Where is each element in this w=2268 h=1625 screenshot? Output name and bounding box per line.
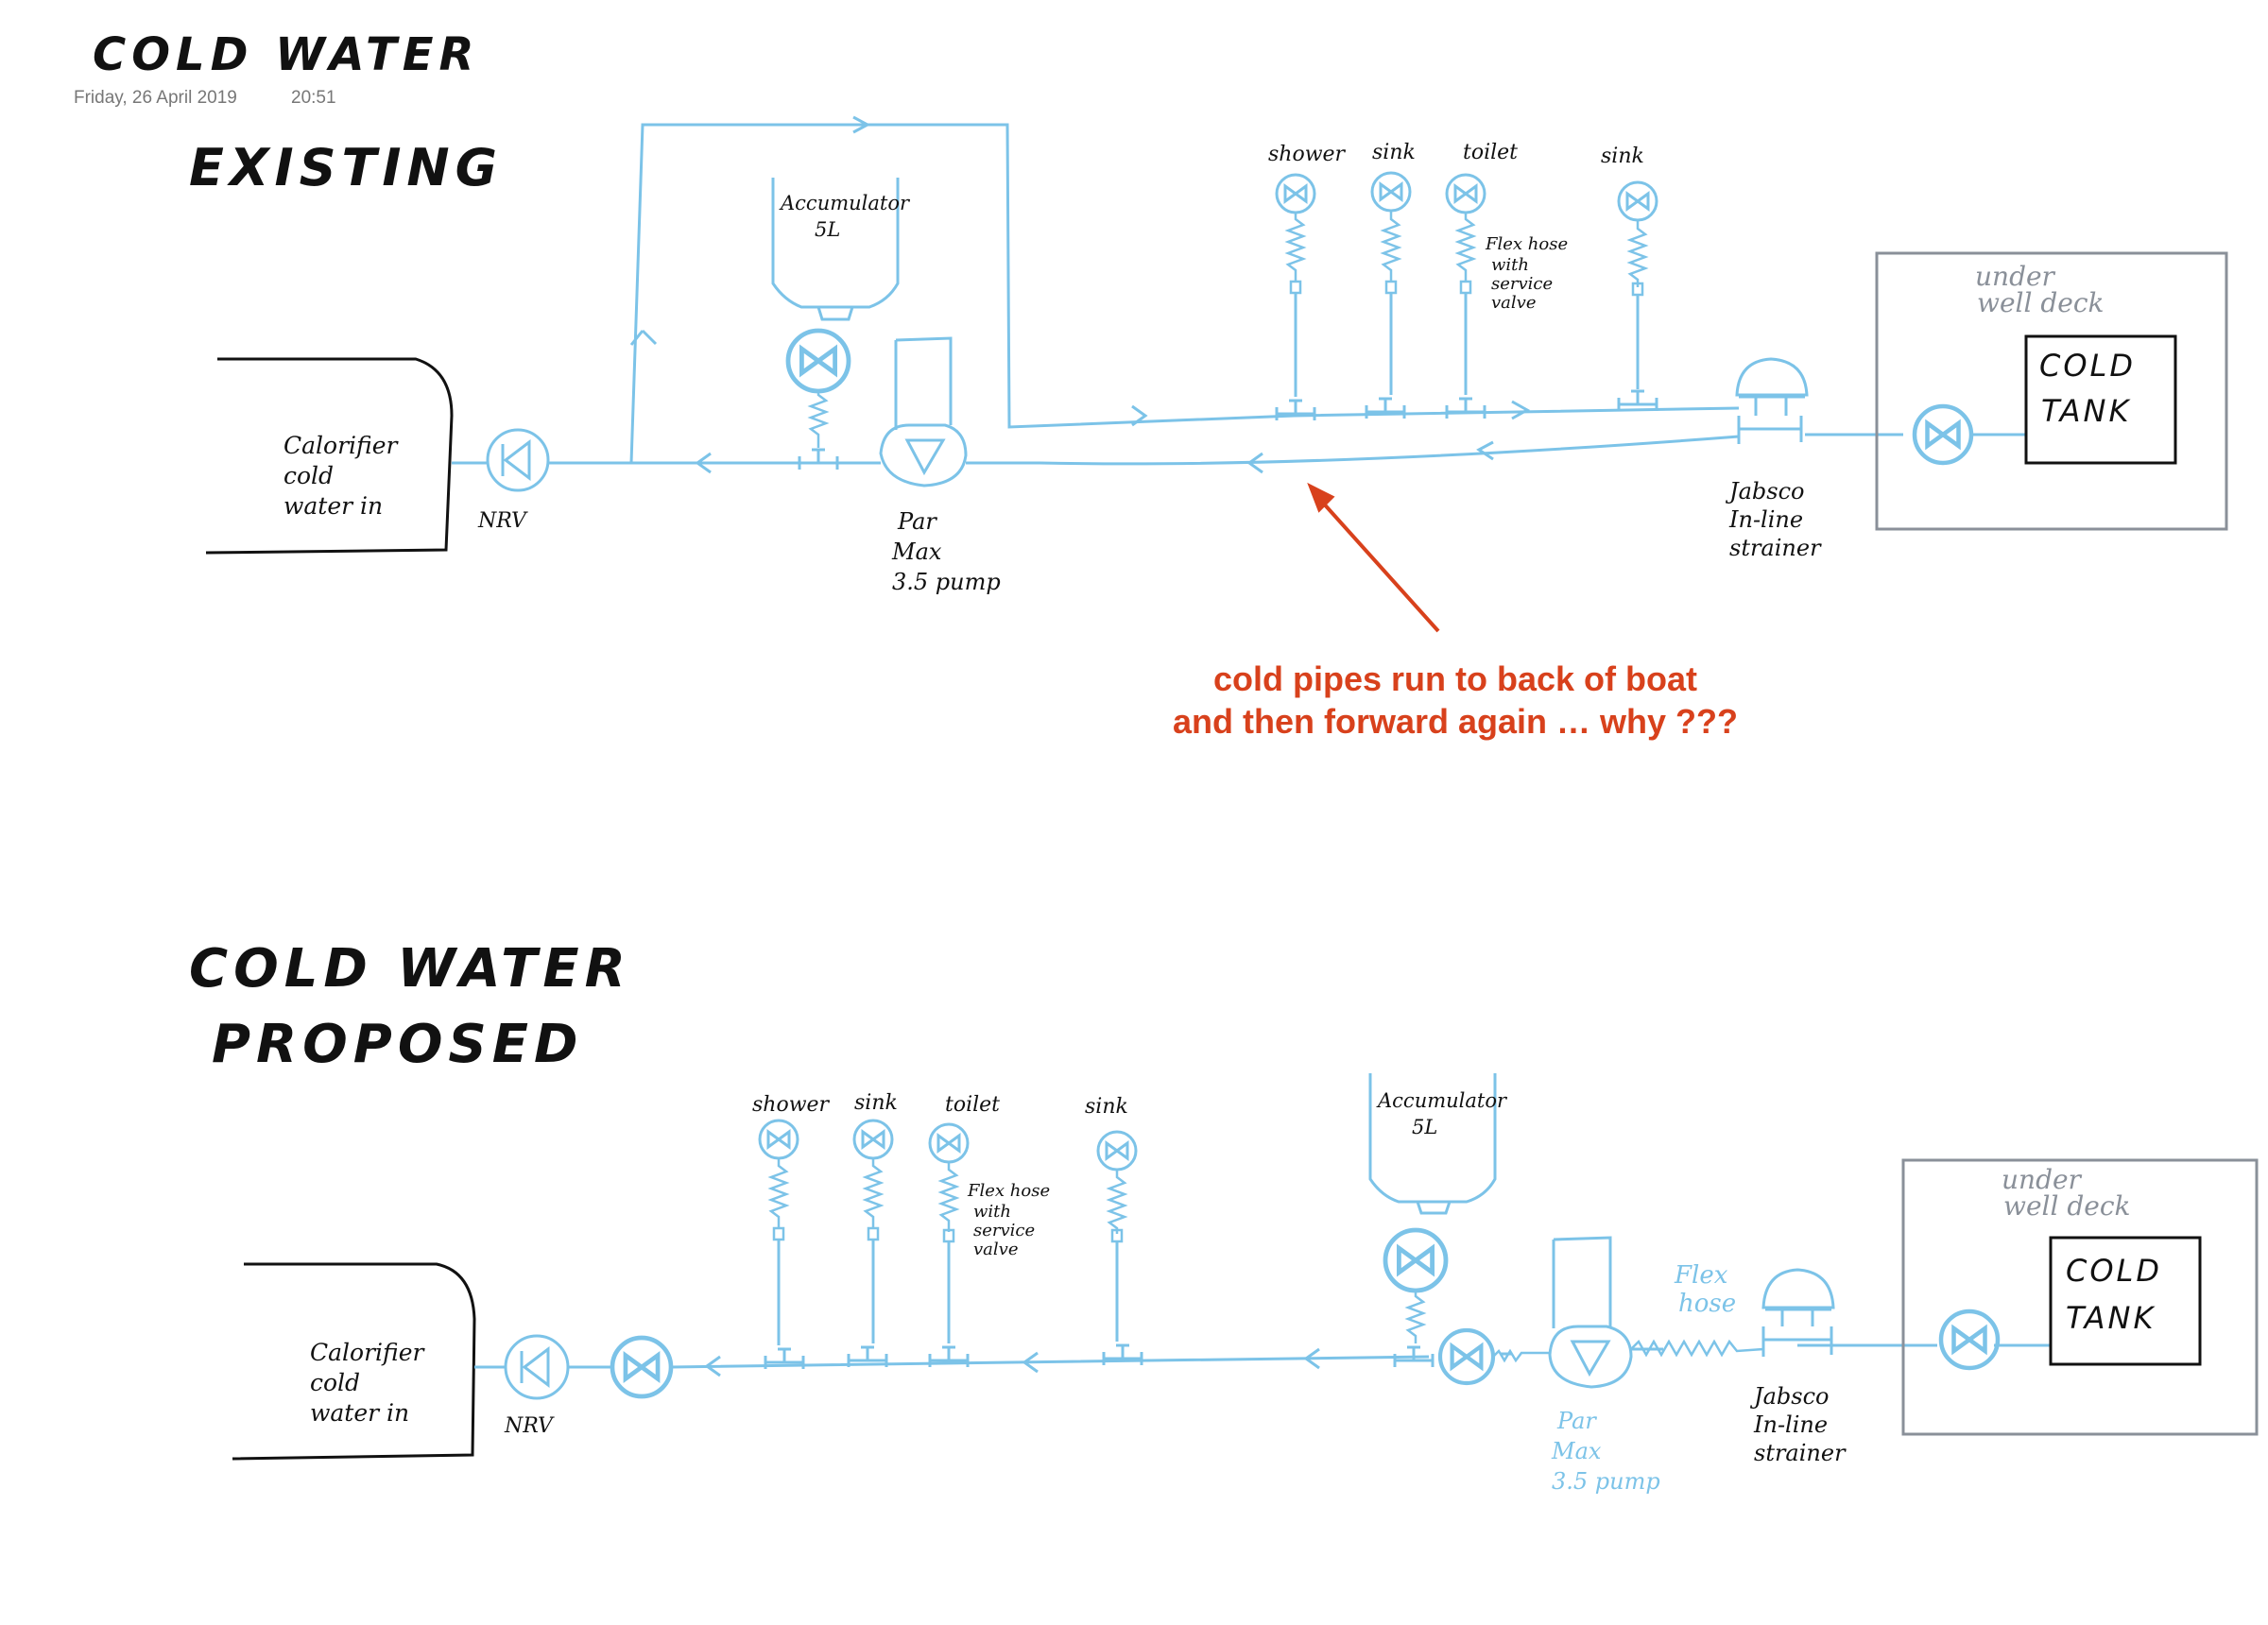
existing-outlet-sink-1: sink bbox=[1365, 141, 1416, 420]
page-title: COLD WATER bbox=[93, 28, 479, 81]
accumulator-tank bbox=[771, 178, 900, 309]
existing-heading: EXISTING bbox=[189, 138, 503, 197]
annotation-line-1: cold pipes run to back of boat bbox=[1212, 659, 1698, 698]
existing-loop-pipe bbox=[629, 123, 1740, 464]
proposed-flex-hose bbox=[1630, 1339, 1764, 1358]
svg-text:shower: shower bbox=[752, 1093, 831, 1117]
existing-cold-tank-label: COLD TANK bbox=[2039, 348, 2148, 429]
existing-outlet-sink-2: sink bbox=[1601, 145, 1658, 413]
nrv-label: NRV bbox=[477, 509, 528, 533]
svg-text:sink: sink bbox=[854, 1091, 898, 1115]
pump-label: Par Max 3.5 pump bbox=[891, 508, 1001, 595]
existing-strainer-label: Jabsco In-line strainer bbox=[1725, 478, 1822, 561]
accumulator-label: Accumulator 5L bbox=[779, 192, 916, 241]
pump-body bbox=[894, 336, 953, 430]
proposed-outlet-sink-1: sink bbox=[847, 1091, 898, 1369]
proposed-nrv-label: NRV bbox=[504, 1414, 555, 1438]
proposed-pump-valve bbox=[1440, 1330, 1493, 1383]
existing-main-line bbox=[452, 435, 1740, 466]
proposed-tank-area bbox=[1901, 1158, 2259, 1436]
proposed-tank-valve bbox=[1941, 1311, 1998, 1368]
svg-text:toilet: toilet bbox=[1463, 141, 1518, 164]
proposed-calorifier-box bbox=[232, 1262, 476, 1461]
accumulator-hose bbox=[807, 389, 830, 448]
proposed-pump-body bbox=[1552, 1236, 1612, 1328]
calorifier-box bbox=[205, 357, 454, 555]
existing-cold-tank bbox=[2024, 334, 2177, 465]
proposed-flow-arrows bbox=[704, 1347, 1320, 1377]
calorifier-label: Calorifier cold water in bbox=[284, 432, 404, 520]
existing-flex-note: Flex hose with service valve bbox=[1485, 234, 1573, 313]
nrv-valve bbox=[486, 428, 550, 492]
svg-text:shower: shower bbox=[1268, 143, 1347, 166]
page-time: 20:51 bbox=[291, 88, 336, 108]
annotation-line-2: and then forward again … why ??? bbox=[1172, 702, 1739, 741]
proposed-flex-note: Flex hose with service valve bbox=[967, 1181, 1056, 1259]
svg-text:sink: sink bbox=[1085, 1095, 1128, 1119]
flow-arrows bbox=[629, 115, 1531, 474]
existing-tank-area-label: under well deck bbox=[1975, 261, 2105, 318]
proposed-isolation-valve bbox=[612, 1338, 671, 1396]
annotation-note: cold pipes run to back of boat and then … bbox=[1040, 658, 1871, 743]
proposed-calorifier-label: Calorifier cold water in bbox=[310, 1339, 431, 1427]
proposed-heading-2: PROPOSED bbox=[212, 1014, 584, 1075]
proposed-cold-tank bbox=[2049, 1236, 2202, 1366]
proposed-main-line bbox=[474, 1343, 2051, 1369]
existing-strainer bbox=[1735, 357, 1809, 444]
proposed-accumulator-label: Accumulator 5L bbox=[1376, 1089, 1513, 1138]
proposed-outlet-toilet: toilet bbox=[928, 1093, 1000, 1369]
accumulator-valve bbox=[788, 331, 849, 391]
existing-tank-area bbox=[1875, 251, 2228, 531]
proposed-pump-label: Par Max 3.5 pump bbox=[1551, 1408, 1660, 1495]
proposed-accumulator-tank bbox=[1368, 1073, 1497, 1204]
proposed-outlet-sink-2: sink bbox=[1085, 1095, 1143, 1367]
proposed-strainer bbox=[1761, 1268, 1835, 1357]
proposed-tank-area-label: under well deck bbox=[2002, 1164, 2131, 1222]
svg-text:toilet: toilet bbox=[945, 1093, 1000, 1117]
svg-text:sink: sink bbox=[1372, 141, 1416, 164]
existing-outlet-shower: shower bbox=[1268, 143, 1347, 422]
annotation-arrow bbox=[1307, 482, 1440, 633]
proposed-nrv-valve bbox=[504, 1334, 570, 1400]
page-date: Friday, 26 April 2019 bbox=[74, 88, 237, 108]
proposed-flex-hose-label: Flex hose bbox=[1674, 1261, 1736, 1318]
proposed-heading-1: COLD WATER bbox=[189, 938, 631, 1000]
proposed-accumulator-valve bbox=[1385, 1230, 1446, 1291]
proposed-cold-tank-label: COLD TANK bbox=[2066, 1253, 2174, 1336]
existing-tank-valve bbox=[1915, 406, 1971, 463]
proposed-outlet-shower: shower bbox=[752, 1093, 831, 1371]
accumulator-tee bbox=[798, 448, 839, 471]
existing-outlet-toilet: toilet bbox=[1445, 141, 1518, 420]
svg-text:sink: sink bbox=[1601, 145, 1644, 168]
proposed-strainer-label: Jabsco In-line strainer bbox=[1749, 1383, 1847, 1466]
